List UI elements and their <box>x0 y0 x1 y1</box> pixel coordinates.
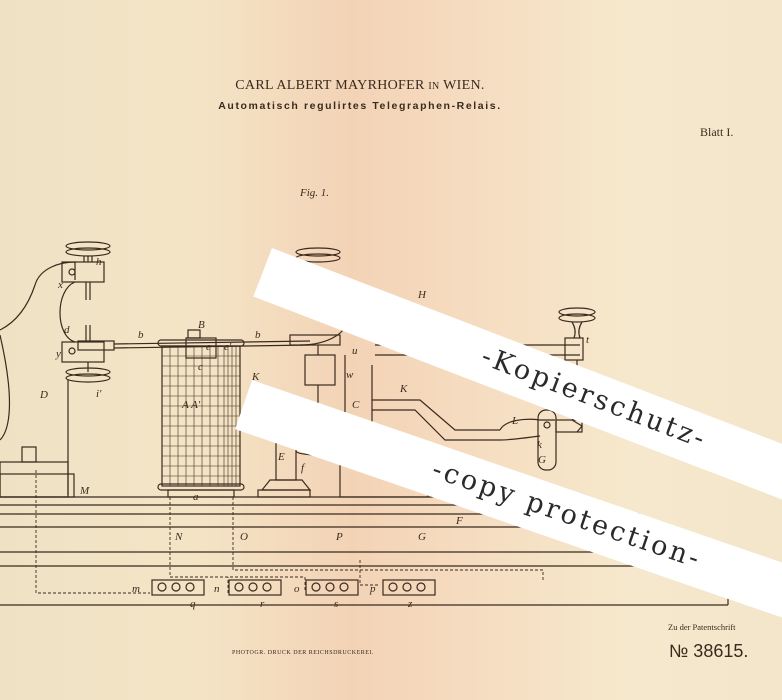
patent-title: Automatisch regulirtes Telegraphen-Relai… <box>218 100 502 112</box>
label-b1: b <box>138 329 144 341</box>
label-C: C <box>352 399 360 411</box>
inventor-connector: in <box>428 81 440 92</box>
label-u: u <box>352 345 358 357</box>
label-h: h <box>96 256 102 268</box>
label-F: F <box>455 515 463 527</box>
label-O: O <box>240 531 248 543</box>
label-E: E <box>277 451 285 463</box>
label-y: y <box>55 348 61 360</box>
figure-caption: Fig. 1. <box>300 187 330 199</box>
label-q: q <box>190 598 196 610</box>
label-c: c <box>198 361 203 373</box>
label-G1: G <box>538 454 546 466</box>
label-G2: G <box>418 531 426 543</box>
label-D: D <box>39 389 48 401</box>
printer-credit: PHOTOGR. DRUCK DER REICHSDRUCKEREI. <box>232 650 374 656</box>
label-e2: e' <box>224 341 232 353</box>
label-a: a <box>193 491 199 503</box>
label-P: P <box>335 531 343 543</box>
label-p: p <box>369 583 376 595</box>
sheet-number: Blatt I. <box>700 125 734 139</box>
label-H: H <box>417 289 427 301</box>
inventor-line: Carl Albert Mayrhofer in Wien. <box>0 78 720 95</box>
wiring <box>35 470 544 594</box>
label-r: r <box>260 598 265 610</box>
patent-note: Zu der Patentschrift <box>668 622 736 632</box>
label-d: d <box>64 324 70 336</box>
label-z: z <box>407 598 413 610</box>
label-x: x <box>57 279 63 291</box>
stand-D <box>0 241 111 498</box>
label-i: i' <box>96 388 102 400</box>
label-B: B <box>198 319 205 331</box>
label-w: w <box>346 369 354 381</box>
label-s: s <box>334 598 338 610</box>
label-K2: K <box>399 383 408 395</box>
inventor-name: Carl Albert Mayrhofer <box>235 78 425 93</box>
label-AA: A A' <box>181 399 201 411</box>
label-k: k <box>537 439 543 451</box>
inventor-city: Wien. <box>443 78 485 93</box>
label-t: t <box>586 334 590 346</box>
patent-number: № 38615. <box>669 641 749 661</box>
terminal-blocks <box>151 579 436 596</box>
label-n: n <box>214 583 220 595</box>
label-b2: b <box>255 329 261 341</box>
label-o: o <box>294 583 300 595</box>
coil-AA <box>157 337 245 498</box>
label-m: m <box>132 583 140 595</box>
label-L: L <box>511 415 518 427</box>
label-f: f <box>301 462 306 474</box>
label-M: M <box>79 485 90 497</box>
label-K1: K <box>251 371 260 383</box>
label-e: e <box>206 341 211 353</box>
label-N: N <box>174 531 183 543</box>
column-E <box>257 424 312 498</box>
